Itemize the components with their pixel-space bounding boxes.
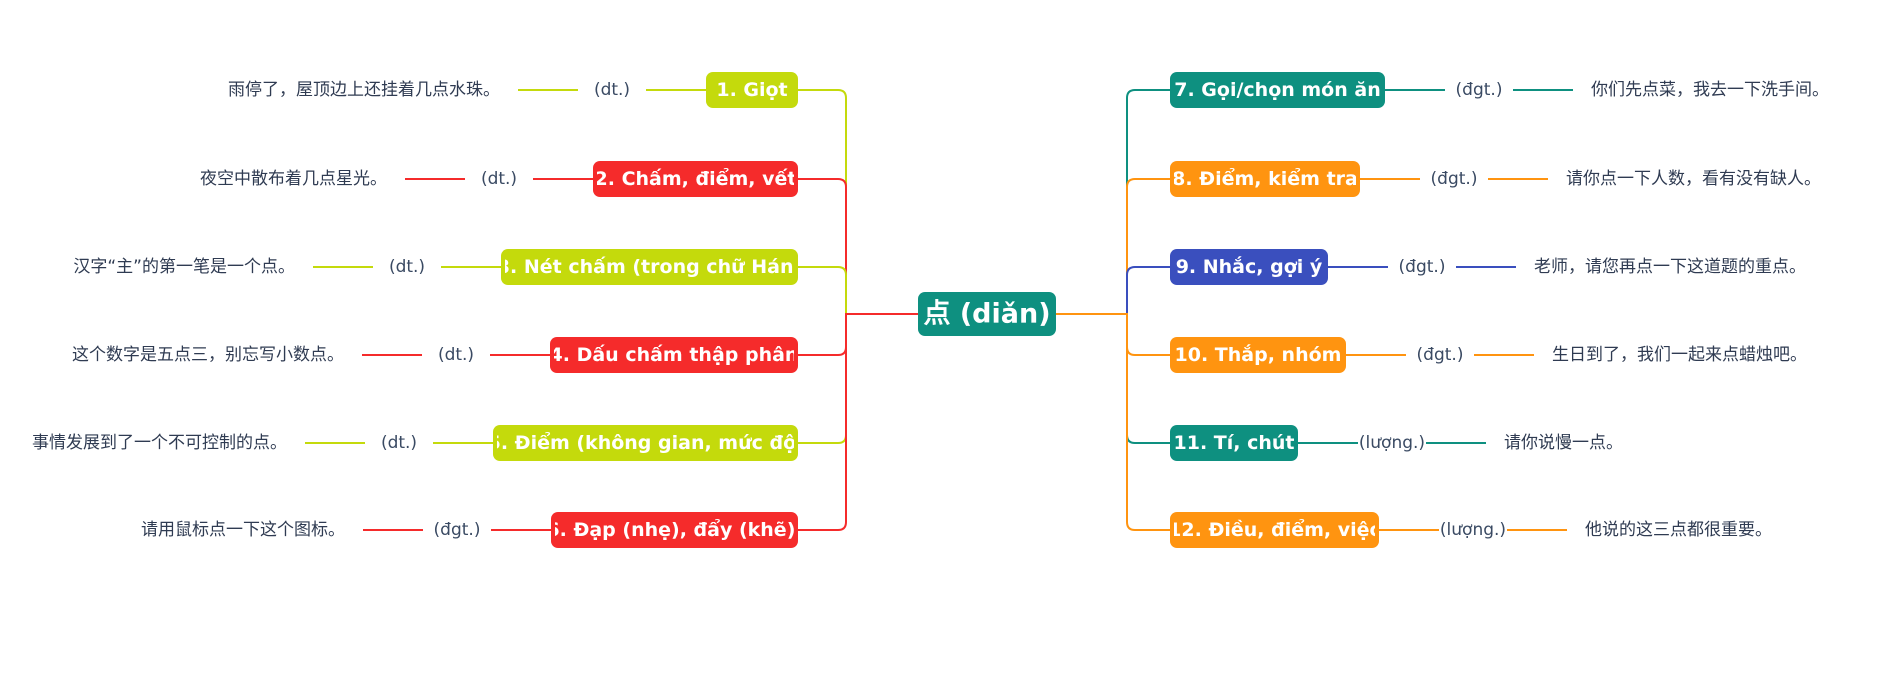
branch-node-label: 4. Dấu chấm thập phân xyxy=(550,343,799,366)
part-of-speech-label: (đgt.) xyxy=(1399,257,1446,277)
branch-9: 9. Nhắc, gợi ý (đgt.) 老师，请您再点一下这道题的重点。 xyxy=(1170,249,1806,285)
part-of-speech-label: (lượng.) xyxy=(1440,520,1506,540)
branch-node-box[interactable] xyxy=(1170,72,1385,108)
branch-connector-10 xyxy=(1056,313,1170,356)
branch-node-box[interactable] xyxy=(1170,161,1360,197)
branch-node-label: 7. Gọi/chọn món ăn xyxy=(1174,79,1380,101)
branch-node-box[interactable] xyxy=(550,337,798,373)
branch-connector-3 xyxy=(798,266,918,315)
branch-node-box[interactable] xyxy=(1170,425,1298,461)
branch-5: 5. Điểm (không gian, mức độ, (dt.) 事情发展到了一… xyxy=(32,425,804,461)
example-sentence: 汉字“主”的第一笔是一个点。 xyxy=(73,257,295,277)
part-of-speech-label: (dt.) xyxy=(389,257,425,277)
branch-node-box[interactable] xyxy=(501,249,798,285)
branch-7: 7. Gọi/chọn món ăn (đgt.) 你们先点菜，我去一下洗手间。 xyxy=(1170,72,1829,108)
branch-connector-9 xyxy=(1056,266,1170,315)
branch-connector-1 xyxy=(798,89,918,315)
branch-node-label: 8. Điểm, kiểm tra xyxy=(1172,167,1358,190)
branch-node-label: 2. Chấm, điểm, vết xyxy=(595,167,797,190)
branch-node-box[interactable] xyxy=(593,161,798,197)
branch-node-label: 6. Đạp (nhẹ), đẩy (khẽ), xyxy=(546,518,802,541)
example-sentence: 夜空中散布着几点星光。 xyxy=(200,169,387,189)
branch-node-box[interactable] xyxy=(706,72,798,108)
branch-node-label: 5. Điểm (không gian, mức độ, xyxy=(488,431,804,454)
branch-1: 1. Giọt (dt.) 雨停了，屋顶边上还挂着几点水珠。 xyxy=(228,72,798,108)
branch-node-box[interactable] xyxy=(1170,512,1379,548)
part-of-speech-label: (lượng.) xyxy=(1359,433,1425,453)
example-sentence: 生日到了，我们一起来点蜡烛吧。 xyxy=(1552,345,1807,365)
branch-node-box[interactable] xyxy=(1170,249,1328,285)
example-sentence: 这个数字是五点三，别忘写小数点。 xyxy=(72,345,344,365)
branch-node-label: 12. Điều, điểm, việc xyxy=(1168,518,1381,541)
example-sentence: 雨停了，屋顶边上还挂着几点水珠。 xyxy=(228,80,500,100)
part-of-speech-label: (dt.) xyxy=(481,169,517,189)
branch-connector-12 xyxy=(1056,313,1170,531)
central-node-label: 点 (diǎn) xyxy=(923,299,1050,330)
example-sentence: 他说的这三点都很重要。 xyxy=(1585,520,1772,540)
branch-node-box[interactable] xyxy=(551,512,798,548)
branch-10: 10. Thắp, nhóm (đgt.) 生日到了，我们一起来点蜡烛吧。 xyxy=(1170,337,1807,373)
example-sentence: 请你点一下人数，看有没有缺人。 xyxy=(1566,169,1821,189)
part-of-speech-label: (đgt.) xyxy=(1431,169,1478,189)
connectors xyxy=(798,89,1170,531)
branch-connector-5 xyxy=(798,313,918,444)
branch-connector-2 xyxy=(798,178,918,315)
example-sentence: 请用鼠标点一下这个图标。 xyxy=(141,520,345,540)
example-sentence: 请你说慢一点。 xyxy=(1504,432,1623,453)
example-sentence: 老师，请您再点一下这道题的重点。 xyxy=(1534,257,1806,277)
example-sentence: 你们先点菜，我去一下洗手间。 xyxy=(1591,80,1829,100)
branch-11: 11. Tí, chút (lượng.) 请你说慢一点。 xyxy=(1170,425,1623,461)
part-of-speech-label: (dt.) xyxy=(438,345,474,365)
branch-4: 4. Dấu chấm thập phân (dt.) 这个数字是五点三，别忘写小数… xyxy=(72,337,798,373)
branch-connector-4 xyxy=(798,313,918,356)
part-of-speech-label: (dt.) xyxy=(594,80,630,100)
branch-node-label: 11. Tí, chút xyxy=(1174,432,1295,454)
branch-node-label: 9. Nhắc, gợi ý xyxy=(1176,255,1323,278)
branch-node-box[interactable] xyxy=(1170,337,1346,373)
branch-3: 3. Nét chấm (trong chữ Hán) (dt.) 汉字“主”的第一… xyxy=(73,249,802,285)
branch-node-box[interactable] xyxy=(493,425,798,461)
branch-8: 8. Điểm, kiểm tra (đgt.) 请你点一下人数，看有没有缺人。 xyxy=(1170,161,1821,197)
part-of-speech-label: (đgt.) xyxy=(434,520,481,540)
nodes: 1. Giọt (dt.) 雨停了，屋顶边上还挂着几点水珠。 2. Chấm, điể… xyxy=(32,72,1829,548)
central-node[interactable]: 点 (diǎn) xyxy=(918,292,1056,336)
part-of-speech-label: (dt.) xyxy=(381,433,417,453)
branch-connector-7 xyxy=(1056,89,1170,315)
part-of-speech-label: (đgt.) xyxy=(1417,345,1464,365)
central-node-box xyxy=(918,292,1056,336)
branch-node-label: 3. Nét chấm (trong chữ Hán) xyxy=(497,255,802,278)
branch-node-label: 10. Thắp, nhóm xyxy=(1175,343,1342,366)
example-sentence: 事情发展到了一个不可控制的点。 xyxy=(32,433,287,453)
branch-2: 2. Chấm, điểm, vết (dt.) 夜空中散布着几点星光。 xyxy=(200,161,798,197)
branch-connector-8 xyxy=(1056,178,1170,315)
branch-connector-11 xyxy=(1056,313,1170,444)
part-of-speech-label: (đgt.) xyxy=(1456,80,1503,100)
branch-6: 6. Đạp (nhẹ), đẩy (khẽ), (đgt.) 请用鼠标点一下这个图… xyxy=(141,512,802,548)
branch-node-label: 1. Giọt xyxy=(716,79,787,101)
branch-connector-6 xyxy=(798,313,918,531)
branch-12: 12. Điều, điểm, việc (lượng.) 他说的这三点都很重要。 xyxy=(1168,512,1772,548)
